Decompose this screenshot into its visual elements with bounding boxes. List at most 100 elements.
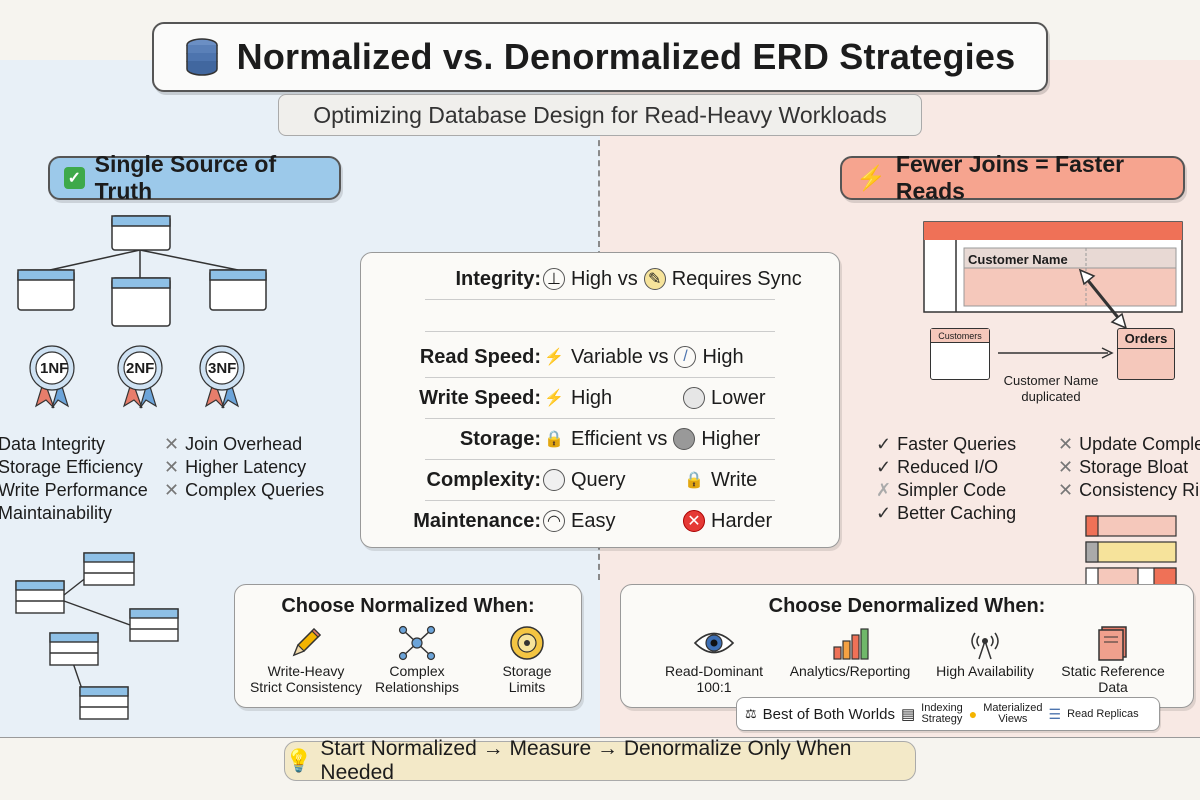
list-item: ✓Better Caching <box>876 503 1017 523</box>
choose-item: Static Reference Data <box>1053 623 1173 695</box>
footer-text: Start Normalized → Measure → Denormalize… <box>320 737 852 784</box>
disk-icon <box>673 428 696 450</box>
normalized-pros-list: Data Integrity Storage Efficiency Write … <box>0 433 148 525</box>
duplication-note: Customer Name duplicated <box>1003 373 1099 404</box>
list-item: ✕Consistency Ri <box>1058 480 1200 500</box>
list-item: ✕Complex Queries <box>164 480 325 500</box>
comparison-row: Read Speed: ⚡ Variable vs / High <box>361 339 841 375</box>
choose-denormalized-panel: Choose Denormalized When: Read-Dominant … <box>620 584 1194 708</box>
x-icon: ✕ <box>164 457 180 477</box>
circle-icon <box>543 469 565 491</box>
list-item: ✕Higher Latency <box>164 457 307 477</box>
lightning-icon: ⚡ <box>856 164 886 192</box>
choose-item: Complex Relationships <box>371 623 463 695</box>
best-of-both-bar: ⚖ Best of Both Worlds ▤ Indexing Strateg… <box>736 697 1160 731</box>
row-label: Read Speed: <box>419 345 541 368</box>
denormalized-table-diagram <box>923 221 1183 330</box>
choose-denormalized-title: Choose Denormalized When: <box>768 595 1046 617</box>
separator <box>425 331 775 332</box>
eye-icon <box>655 623 773 663</box>
read-replicas: Read Replicas <box>1067 707 1139 720</box>
list-item: ✕Join Overhead <box>164 434 303 454</box>
orders-entity: Orders <box>1117 328 1175 380</box>
indexing-strategy: Indexing Strategy <box>921 702 963 725</box>
page-title: Normalized vs. Denormalized ERD Strategi… <box>236 36 1016 77</box>
denormalized-cons-list: ✕Update Comple ✕Storage Bloat ✕Consisten… <box>1058 433 1200 502</box>
replica-icon: ☰ <box>1048 705 1062 722</box>
comparison-row: Write Speed: ⚡ High Lower <box>361 380 841 416</box>
row-values: 🔒 Efficient vs Higher <box>544 427 761 450</box>
list-item: ✓Faster Queries <box>876 434 1017 454</box>
stacked-rows-icon <box>1085 515 1177 589</box>
pencil-icon: / <box>674 346 697 368</box>
customer-name-field: Customer Name <box>968 252 1068 267</box>
row-label: Integrity: <box>455 267 541 290</box>
row-values-b: ✕ Harder <box>683 510 772 533</box>
database-icon <box>185 38 218 76</box>
row-values-a: ⚡ High <box>544 386 613 409</box>
check-icon: ✓ <box>876 457 892 477</box>
table-icon <box>17 215 267 327</box>
row-label: Complexity: <box>426 468 541 491</box>
badge-1nf: 1NF <box>40 360 69 377</box>
list-item: Storage Efficiency <box>0 457 143 477</box>
choose-item: Write-Heavy Strict Consistency <box>243 623 369 695</box>
badge-2nf: 2NF <box>126 360 155 377</box>
index-icon: ▤ <box>900 706 916 723</box>
row-values-a: ◠ Easy <box>543 510 615 533</box>
arrow-icon <box>998 347 1114 359</box>
normalized-cons-list: ✕Join Overhead ✕Higher Latency ✕Complex … <box>164 433 324 502</box>
normalized-relation-diagram <box>15 552 179 720</box>
row-label: Storage: <box>459 427 541 450</box>
bar-chart-icon <box>781 623 919 663</box>
list-item: ✗Simpler Code <box>876 480 1007 500</box>
footer-banner: 💡 Start Normalized → Measure → Denormali… <box>284 737 916 784</box>
x-icon: ✕ <box>164 434 180 454</box>
scale-icon: ⚖ <box>745 706 757 721</box>
lock-icon: 🔒 <box>544 431 564 448</box>
row-values-a: ⚡ Variable vs / High <box>544 345 744 368</box>
comparison-row: Integrity: ⊥ High vs ✎ Requires Sync <box>361 261 841 297</box>
choose-item: High Availability <box>925 623 1045 679</box>
choose-item: Storage Limits <box>481 623 573 695</box>
x-icon: ✕ <box>1058 480 1074 500</box>
choose-item: Read-Dominant 100:1 <box>655 623 773 695</box>
network-icon <box>371 623 463 663</box>
normalized-header: Single Source of Truth <box>94 151 277 204</box>
row-values-b: 🔒 Write <box>684 468 758 491</box>
book-icon <box>1053 623 1173 663</box>
row-values-a: Query <box>543 469 625 492</box>
x-icon: ✕ <box>1058 457 1074 477</box>
check-icon: ✓ <box>876 503 892 523</box>
separator <box>425 299 775 300</box>
lightbulb-icon: 💡 <box>285 748 313 773</box>
separator <box>425 500 775 501</box>
circle-icon <box>683 387 705 409</box>
gauge-icon: ◠ <box>543 510 565 532</box>
comparison-row: Maintenance: ◠ Easy ✕ Harder <box>361 503 841 539</box>
comparison-row: Storage: 🔒 Efficient vs Higher <box>361 421 841 457</box>
row-label: Maintenance: <box>413 509 541 532</box>
row-label: Write Speed: <box>419 386 541 409</box>
checkmark-icon: ✓ <box>64 167 85 189</box>
antenna-icon <box>925 623 1045 663</box>
denormalized-header-pill: ⚡ Fewer Joins = Faster Reads <box>840 151 1185 204</box>
comparison-panel: Integrity: ⊥ High vs ✎ Requires Sync Rea… <box>360 252 840 548</box>
storage-disk-icon <box>481 623 573 663</box>
normalized-header-pill: ✓ Single Source of Truth <box>48 151 341 204</box>
separator <box>425 459 775 460</box>
sync-icon: ✎ <box>643 268 666 290</box>
bolt-icon: ⚡ <box>544 349 564 366</box>
list-item: Write Performance <box>0 480 148 500</box>
lock-icon: 🔒 <box>684 472 704 489</box>
list-item: ✕Update Comple <box>1058 434 1200 454</box>
shield-icon: ⊥ <box>543 268 565 290</box>
check-icon: ✓ <box>876 434 892 454</box>
choose-item: Analytics/Reporting <box>781 623 919 679</box>
list-item: ✕Storage Bloat <box>1058 457 1189 477</box>
best-of-both-label: Best of Both Worlds <box>762 705 895 723</box>
customers-entity: Customers <box>930 328 990 380</box>
list-item: Data Integrity <box>0 434 106 454</box>
choose-normalized-panel: Choose Normalized When: Write-Heavy Stri… <box>234 584 582 708</box>
x-icon: ✕ <box>164 480 180 500</box>
